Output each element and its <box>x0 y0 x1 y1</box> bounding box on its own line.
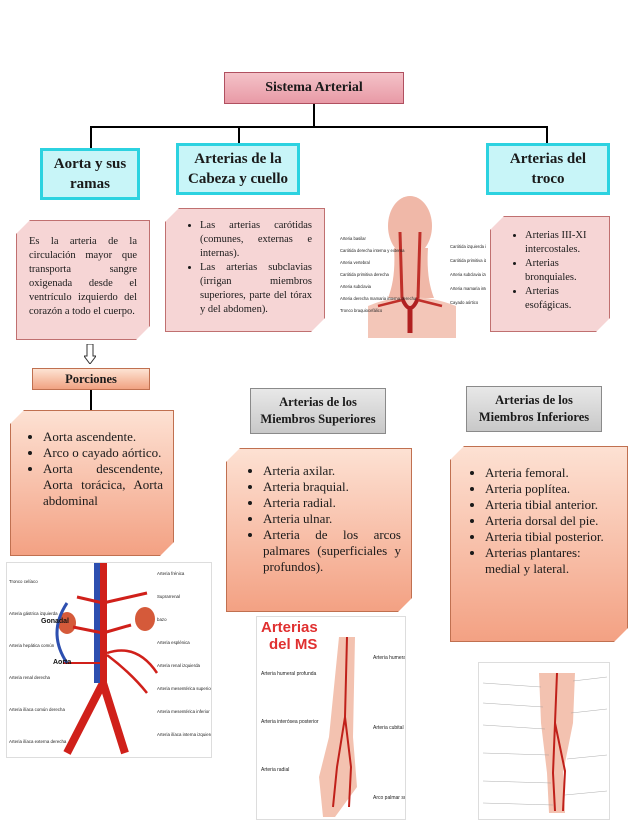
connector-porciones <box>90 390 92 412</box>
anatomy-label: Arteria subclavia <box>340 284 372 289</box>
upper-limbs-item: Arteria de los arcos palmares (superfici… <box>263 527 401 575</box>
category-aorta-line2: ramas <box>69 176 110 192</box>
anatomy-label: Carótida derecha interna y externa <box>340 248 405 253</box>
anatomy-label: Arteria ilíaca común derecha <box>9 707 65 712</box>
upper-limbs-item: Arteria axilar. <box>263 463 401 479</box>
diagram-title: Sistema Arterial <box>224 72 404 104</box>
connector-center <box>238 126 240 146</box>
lower-limbs-item: Arteria tibial anterior. <box>485 497 617 513</box>
anatomy-label: Arco palmar superficial <box>373 795 406 801</box>
down-arrow-icon <box>83 343 97 365</box>
anatomy-label: Carótida primitiva derecha <box>340 272 390 277</box>
anatomy-label: Arteria interósea posterior <box>261 719 319 725</box>
anatomy-label: Cayado aórtico <box>450 300 479 305</box>
upper-limbs-title-line1: Arterias de los <box>279 395 357 409</box>
head-note: Las arterias carótidas (comunes, externa… <box>165 208 325 332</box>
porciones-item: Aorta ascendente. <box>43 429 163 445</box>
lower-limbs-title-line2: Miembros Inferiores <box>478 410 590 424</box>
head-note-item: Las arterias subclavias (irrigan miembro… <box>200 261 312 317</box>
anatomy-label: Arteria humeral profunda <box>261 671 317 677</box>
lower-limbs-item: Arteria femoral. <box>485 465 617 481</box>
anatomy-label: Tronco celíaco <box>9 579 38 584</box>
upper-limbs-item: Arteria ulnar. <box>263 511 401 527</box>
trunk-note-item: Arterias bronquiales. <box>525 257 597 285</box>
connector-right <box>546 126 548 146</box>
upper-limb-artery-image: Arterias del MS Arteria humeral profunda… <box>256 616 406 820</box>
porciones-item: Aorta descendente, Aorta torácica, Aorta… <box>43 461 163 509</box>
lower-limbs-item: Arteria dorsal del pie. <box>485 513 617 529</box>
lower-limbs-item: Arterias plantares: medial y lateral. <box>485 545 617 577</box>
upper-limbs-item: Arteria radial. <box>263 495 401 511</box>
porciones-item: Arco o cayado aórtico. <box>43 445 163 461</box>
category-head-line1: Arterias de la <box>194 151 282 167</box>
anatomy-label: Arteria cubital <box>373 725 404 731</box>
arm-image-title-line2: del MS <box>269 636 318 653</box>
upper-limbs-item: Arteria braquial. <box>263 479 401 495</box>
connector-left <box>90 126 92 150</box>
upper-limbs-list: Arteria axilar. Arteria braquial. Arteri… <box>226 448 412 612</box>
anatomy-label: Tronco braquiocefálico <box>340 308 383 313</box>
category-head: Arterias de la Cabeza y cuello <box>176 143 300 195</box>
anatomy-label: Arteria gástrica izquierda <box>9 611 58 616</box>
anatomy-label: Arteria radial <box>261 767 289 773</box>
anatomy-label: Arteria frénica <box>157 571 185 576</box>
anatomy-label: Arteria derecha mamaria interna derecha <box>340 296 417 301</box>
trunk-note: Arterias III-XI intercostales. Arterias … <box>490 216 610 332</box>
anatomy-label: Arteria esplénica <box>157 640 190 645</box>
category-trunk-line2: troco <box>531 171 565 187</box>
anatomy-label: Arteria mesentérica inferior <box>157 709 210 714</box>
aorta-description: Es la arteria de la circulación mayor qu… <box>16 220 150 340</box>
anatomy-label: Carótida izquierda interna y externa <box>450 244 486 249</box>
category-trunk-line1: Arterias del <box>509 151 587 167</box>
category-trunk: Arterias del troco <box>486 143 610 195</box>
upper-limbs-title-line2: Miembros Superiores <box>260 412 376 426</box>
lower-limbs-title-line1: Arterias de los <box>495 393 573 407</box>
anatomy-label: Arteria humeral <box>373 655 406 661</box>
anatomy-label: Arteria renal izquierda <box>157 663 201 668</box>
anatomy-label: Arteria renal derecha <box>9 675 51 680</box>
anatomy-label: Arteria subclavia izquierda <box>450 272 486 277</box>
anatomy-label: Arteria mesentérica superior <box>157 686 212 691</box>
anatomy-label: Arteria ilíaca externa derecha <box>9 739 67 744</box>
category-aorta: Aorta y sus ramas <box>40 148 140 200</box>
category-head-line2: Cabeza y cuello <box>188 171 288 187</box>
head-note-item: Las arterias carótidas (comunes, externa… <box>200 219 312 261</box>
porciones-list: Aorta ascendente. Arco o cayado aórtico.… <box>10 410 174 556</box>
anatomy-label: Arteria hepática común <box>9 643 55 648</box>
lower-limbs-list: Arteria femoral. Arteria poplítea. Arter… <box>450 446 628 642</box>
lower-limb-artery-image <box>478 662 610 820</box>
connector-title-down <box>313 104 315 127</box>
lower-limbs-item: Arteria tibial posterior. <box>485 529 617 545</box>
arm-image-title-line1: Arterias <box>261 619 318 636</box>
trunk-note-item: Arterias esofágicas. <box>525 285 597 313</box>
trunk-note-item: Arterias III-XI intercostales. <box>525 229 597 257</box>
anatomy-label: bazo <box>157 617 167 622</box>
anatomy-label: Carótida primitiva izquierda <box>450 258 486 263</box>
porciones-label: Porciones <box>32 368 150 390</box>
anatomy-label: Arteria basilar <box>340 236 366 241</box>
gonadal-label: Gonadal <box>41 618 69 625</box>
anatomy-label: Arteria vertebral <box>340 260 370 265</box>
anatomy-label: Arteria ilíaca interna izquierda <box>157 732 212 737</box>
leg-callout-lines <box>482 676 608 806</box>
leg-illustration <box>482 672 608 813</box>
category-aorta-line1: Aorta y sus <box>53 156 127 172</box>
aorta-label: Aorta <box>53 659 71 666</box>
connector-horizontal <box>90 126 547 128</box>
anatomy-label: Arteria mamaria interna izquierda <box>450 286 486 291</box>
arm-image-title: Arterias del MS <box>261 619 318 653</box>
lower-limbs-item: Arteria poplítea. <box>485 481 617 497</box>
anatomy-label: Suprarrenal <box>157 594 180 599</box>
